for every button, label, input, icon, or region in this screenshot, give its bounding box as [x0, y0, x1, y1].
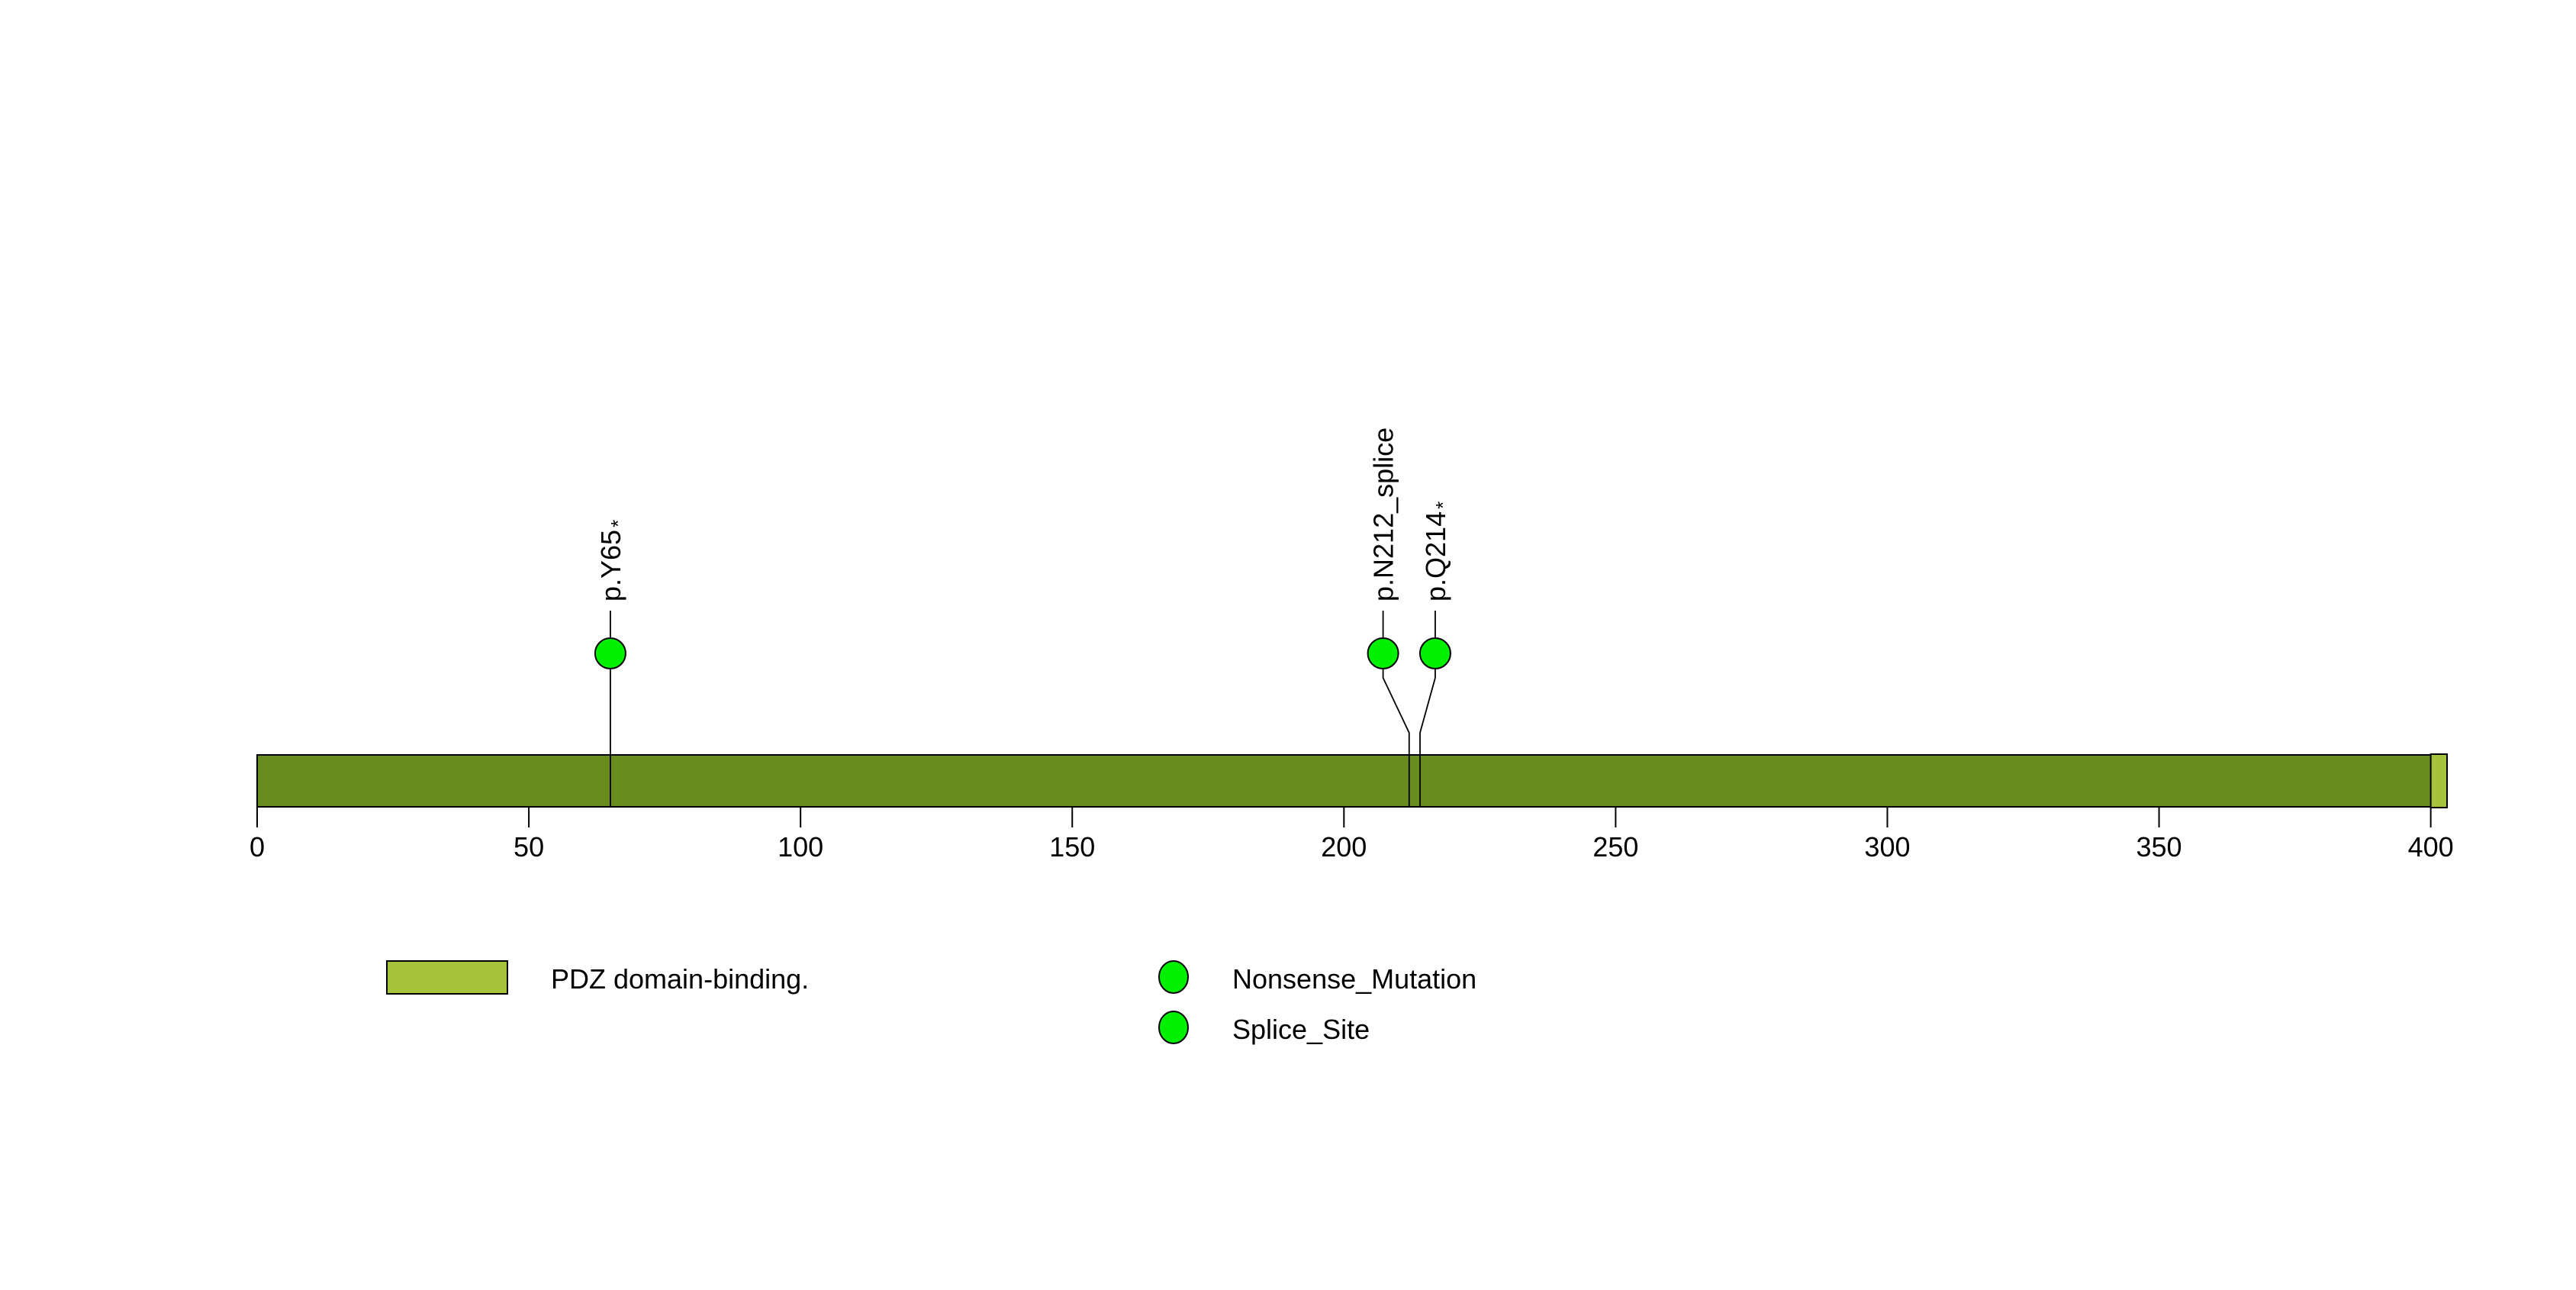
mutation-label: p.N212_splice: [1367, 427, 1399, 601]
mutation-label-text: p.N212_splice: [1367, 427, 1399, 601]
axis-tick-label: 350: [2136, 831, 2182, 863]
domain-segment: [2429, 753, 2449, 808]
mutation-label-asterisk: *: [607, 520, 630, 527]
mutation-label: p.Q214 *: [1419, 501, 1454, 601]
mutation-labels-layer: p.Y65 * p.N212_splice p.Q214 *: [594, 427, 1454, 601]
legend-mutation-marker: [1158, 1011, 1189, 1044]
mutation-circle: [1418, 637, 1451, 669]
mutation-label: p.Y65 *: [594, 520, 630, 601]
legend-domain-swatch: [386, 960, 508, 995]
protein-backbone-layer: [256, 753, 2449, 808]
mutation-circle: [1367, 637, 1399, 669]
axis-tick-label: 300: [1864, 831, 1910, 863]
mutation-label-asterisk: *: [1431, 501, 1454, 509]
protein-backbone: [256, 754, 2448, 808]
mutation-circle: [594, 637, 626, 669]
x-axis: 0 50 100 150 200 250 300 350 400: [250, 807, 2454, 863]
axis-tick-label: 0: [250, 831, 265, 863]
axis-tick-label: 150: [1049, 831, 1095, 863]
mutation-label-text: p.Q214: [1419, 511, 1451, 601]
axis-tick-label: 50: [514, 831, 544, 863]
axis-tick-label: 200: [1321, 831, 1367, 863]
legend-mutation-label: Splice_Site: [1232, 1014, 1370, 1045]
legend-mutation-label: Nonsense_Mutation: [1232, 963, 1476, 995]
axis-tick-label: 400: [2408, 831, 2454, 863]
legend-mutation-marker: [1158, 960, 1189, 994]
mutation-circles-layer: [594, 637, 1451, 669]
legend-domain-label: PDZ domain-binding.: [551, 963, 809, 995]
axis-tick-label: 250: [1592, 831, 1638, 863]
mutation-label-text: p.Y65: [594, 530, 626, 601]
legend: PDZ domain-binding. Nonsense_MutationSpli…: [386, 960, 1476, 1045]
axis-tick-label: 100: [778, 831, 823, 863]
